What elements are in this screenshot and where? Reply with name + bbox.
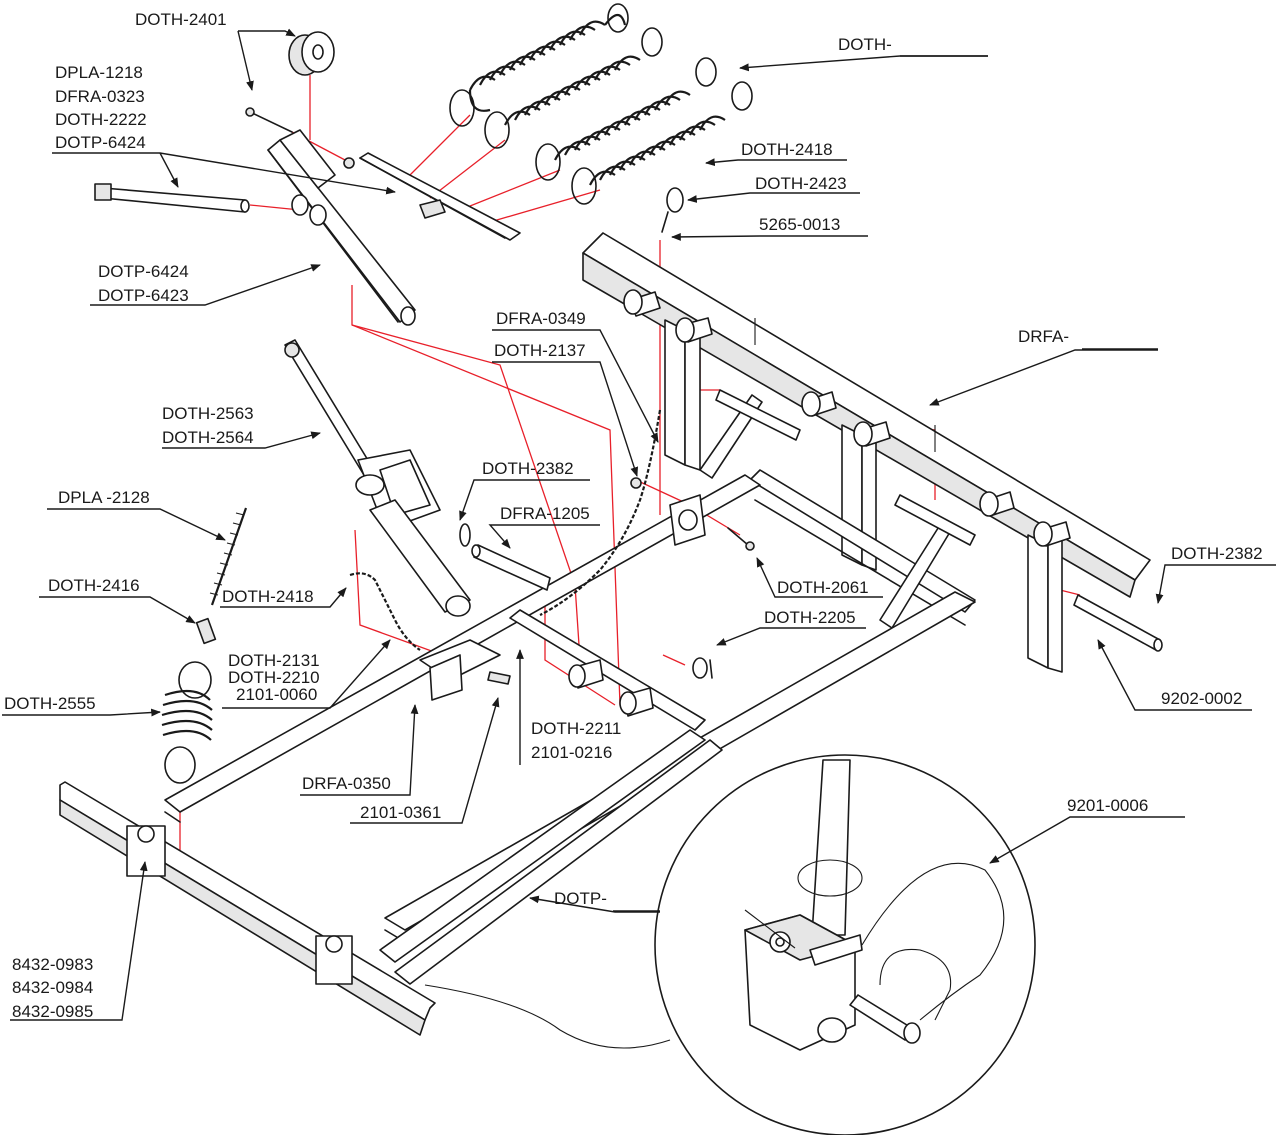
- leader-lines: [2, 28, 1276, 1021]
- axle-rod: [94, 183, 250, 213]
- label-doth-2210: DOTH-2210: [228, 668, 320, 687]
- extension-spring-2: [484, 27, 663, 149]
- label-drfa-0350: DRFA-0350: [302, 774, 391, 793]
- label-2101-0216: 2101-0216: [531, 743, 612, 762]
- chain-doth-2137: [539, 409, 662, 616]
- extension-spring-1: [449, 3, 629, 127]
- label-doth-2423: DOTH-2423: [755, 174, 847, 193]
- label-doth-2205: DOTH-2205: [764, 608, 856, 627]
- rear-pivot: [669, 494, 706, 546]
- label-dpla-2128: DPLA -2128: [58, 488, 150, 507]
- coupler-doth-2416: [195, 617, 217, 645]
- nut-dfra-0349: [630, 477, 642, 489]
- label-dfra-0323: DFRA-0323: [55, 87, 145, 106]
- label-dfra-0349: DFRA-0349: [496, 309, 586, 328]
- label-drfa-blank: DRFA-: [1018, 327, 1069, 346]
- mid-pins: [471, 544, 654, 717]
- label-doth-2555: DOTH-2555: [4, 694, 96, 713]
- nut: [343, 157, 355, 169]
- upper-arm: [267, 129, 416, 326]
- label-doth-2061: DOTH-2061: [777, 578, 869, 597]
- label-8432-0984: 8432-0984: [12, 978, 93, 997]
- label-doth-2222: DOTH-2222: [55, 110, 147, 129]
- chain-doth-2418: [349, 572, 421, 651]
- front-bracket-right: [315, 935, 353, 985]
- label-2101-0060: 2101-0060: [236, 685, 317, 704]
- label-9201-0006: 9201-0006: [1067, 796, 1148, 815]
- clip-doth-2382-mid: [459, 523, 471, 547]
- label-2101-0361: 2101-0361: [360, 803, 441, 822]
- extension-spring-4: [571, 81, 753, 205]
- rear-rollers: [623, 289, 1071, 547]
- label-doth-2382-right: DOTH-2382: [1171, 544, 1263, 563]
- label-doth-2564: DOTH-2564: [162, 428, 254, 447]
- threaded-rod-dpla-2128: [209, 507, 248, 606]
- label-9202-0002: 9202-0002: [1161, 689, 1242, 708]
- detail-view: [424, 754, 1036, 1135]
- bolt-doth-2061: [727, 527, 755, 551]
- label-dotp-blank: DOTP-: [554, 889, 607, 908]
- label-doth-2131: DOTH-2131: [228, 651, 320, 670]
- label-doth-2418-top: DOTH-2418: [741, 140, 833, 159]
- extension-spring-3: [535, 57, 717, 181]
- pivot-bracket: [419, 639, 511, 701]
- front-bracket-left: [126, 825, 166, 877]
- label-8432-0985: 8432-0985: [12, 1002, 93, 1021]
- label-doth-2382-mid: DOTH-2382: [482, 459, 574, 478]
- lift-arm: [284, 339, 471, 617]
- spring-doth-2555: [161, 661, 213, 784]
- label-doth-2401: DOTH-2401: [135, 10, 227, 29]
- bolt-dpla-1218: [245, 107, 293, 133]
- roller-doth-2401: [288, 31, 335, 76]
- part-labels: DOTH-2401 DPLA-1218 DFRA-0323 DOTH-2222 …: [4, 10, 1263, 1021]
- label-dotp-6424: DOTP-6424: [98, 262, 189, 281]
- spring-cluster: [449, 3, 753, 205]
- blank-fill-lines: [613, 55, 1158, 912]
- label-doth-2211: DOTH-2211: [531, 719, 621, 738]
- pin-doth-2205: [692, 657, 713, 679]
- label-dotp-6423: DOTP-6423: [98, 286, 189, 305]
- spring-bar: [359, 152, 521, 241]
- rear-pins: [715, 389, 1163, 652]
- label-doth-2563: DOTH-2563: [162, 404, 254, 423]
- label-doth-2416: DOTH-2416: [48, 576, 140, 595]
- label-doth-2418-mid: DOTH-2418: [222, 587, 314, 606]
- label-5265-0013: 5265-0013: [759, 215, 840, 234]
- clevis-doth-2423: [661, 187, 684, 233]
- label-dpla-1218: DPLA-1218: [55, 63, 143, 82]
- label-8432-0983: 8432-0983: [12, 955, 93, 974]
- label-dotp-6424-top: DOTP-6424: [55, 133, 146, 152]
- label-doth-blank: DOTH-: [838, 35, 892, 54]
- label-doth-2137: DOTH-2137: [494, 341, 586, 360]
- label-dfra-1205: DFRA-1205: [500, 504, 590, 523]
